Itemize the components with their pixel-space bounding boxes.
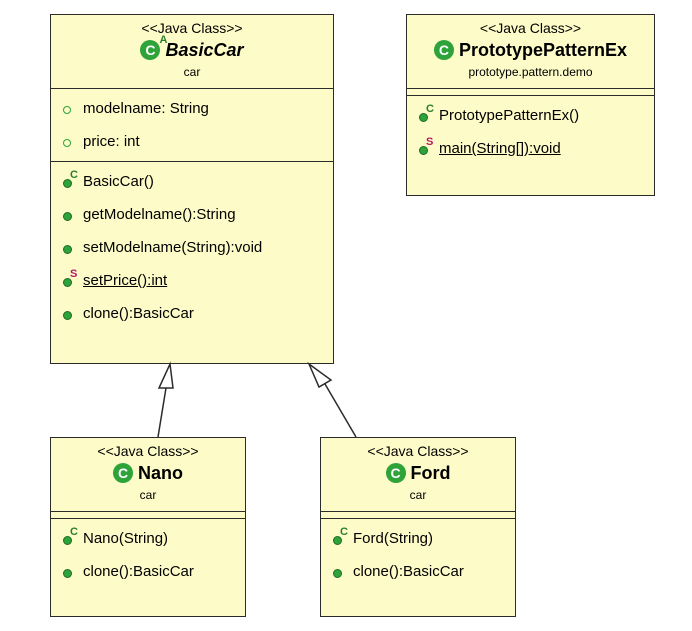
class-name: Ford [410, 463, 451, 483]
package-field-icon [62, 134, 80, 150]
attributes-section [321, 512, 515, 519]
stereotype-label: <<Java Class>> [97, 443, 199, 459]
attributes-section: modelname: String price: int [51, 89, 333, 162]
package-label: prototype.pattern.demo [468, 65, 593, 79]
methods-section: C Ford(String) clone():BasicCar [321, 519, 515, 591]
nano-extends-basiccar-arrow[interactable] [157, 361, 174, 438]
attributes-section [51, 512, 245, 519]
method-row[interactable]: clone():BasicCar [51, 297, 333, 330]
constructor-icon: C [332, 526, 350, 547]
package-field-icon [62, 101, 80, 117]
method-row-constructor[interactable]: C Ford(String) [321, 522, 515, 555]
constructor-icon: C [418, 103, 436, 124]
methods-section: C BasicCar() getModelname():String setMo… [51, 162, 333, 333]
class-box-nano[interactable]: <<Java Class>> C Nano car C Nano(String)… [50, 437, 246, 617]
attribute-row[interactable]: price: int [51, 125, 333, 158]
constructor-icon: C [62, 169, 80, 190]
class-name: BasicCar [165, 40, 244, 60]
method-row[interactable]: setModelname(String):void [51, 231, 333, 264]
method-row-constructor[interactable]: C BasicCar() [51, 165, 333, 198]
class-box-ford[interactable]: <<Java Class>> C Ford car C Ford(String)… [320, 437, 516, 617]
class-header: <<Java Class>> C Nano car [51, 438, 245, 512]
attribute-row[interactable]: modelname: String [51, 92, 333, 125]
methods-section: C Nano(String) clone():BasicCar [51, 519, 245, 591]
public-method-icon [62, 240, 80, 256]
methods-section: C PrototypePatternEx() S main(String[]):… [407, 96, 654, 168]
method-row[interactable]: clone():BasicCar [51, 555, 245, 588]
static-method-icon: S [418, 136, 436, 157]
class-icon: C [385, 463, 406, 483]
class-header: <<Java Class>> C Ford car [321, 438, 515, 512]
method-row-static[interactable]: S setPrice():int [51, 264, 333, 297]
method-row[interactable]: clone():BasicCar [321, 555, 515, 588]
method-row-constructor[interactable]: C Nano(String) [51, 522, 245, 555]
method-row-static[interactable]: S main(String[]):void [407, 132, 654, 165]
class-header: <<Java Class>> C PrototypePatternEx prot… [407, 15, 654, 89]
constructor-icon: C [62, 526, 80, 547]
attributes-section [407, 89, 654, 96]
class-name: Nano [138, 463, 183, 483]
package-label: car [139, 488, 157, 502]
stereotype-label: <<Java Class>> [141, 20, 243, 36]
public-method-icon [62, 564, 80, 580]
class-box-prototypepatternex[interactable]: <<Java Class>> C PrototypePatternEx prot… [406, 14, 655, 196]
class-name: PrototypePatternEx [458, 40, 628, 60]
class-icon: C [113, 463, 133, 483]
class-icon: C [433, 40, 454, 60]
static-method-icon: S [62, 268, 80, 289]
public-method-icon [62, 207, 80, 223]
public-method-icon [62, 306, 80, 322]
package-label: car [183, 65, 201, 79]
package-label: car [409, 488, 427, 502]
stereotype-label: <<Java Class>> [367, 443, 469, 459]
method-row-constructor[interactable]: C PrototypePatternEx() [407, 99, 654, 132]
method-row[interactable]: getModelname():String [51, 198, 333, 231]
ford-extends-basiccar-arrow[interactable] [307, 361, 357, 438]
public-method-icon [332, 564, 350, 580]
stereotype-label: <<Java Class>> [479, 20, 582, 36]
